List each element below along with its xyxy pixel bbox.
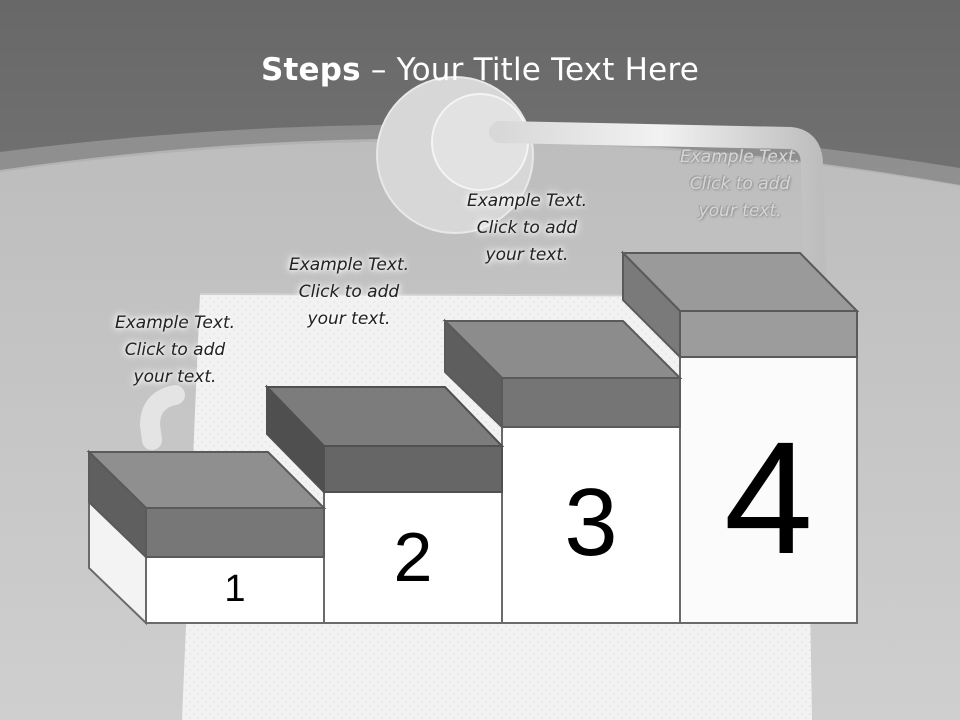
step-1-label-line-2: Click to add [124,340,226,360]
step-3-label-line-3: your text. [485,245,569,265]
step-2-label-line-3: your text. [307,309,391,329]
block-2 [264,384,505,495]
step-4-number: 4 [724,408,813,587]
step-faces [88,356,858,626]
step-1-number: 1 [224,568,246,610]
block-4 [620,250,860,360]
step-3-label-line-1: Example Text. [466,191,588,211]
step-3-number: 3 [564,469,618,576]
holder-rod-left [139,385,185,450]
slide-title: Steps – Your Title Text Here [0,52,960,88]
step-1-label[interactable]: Example Text. Click to add your text. [85,310,265,391]
step-2-label[interactable]: Example Text. Click to add your text. [259,252,439,333]
block-3-front [501,377,681,428]
step-2-number: 2 [393,518,433,596]
step-2-label-line-1: Example Text. [288,255,410,275]
block-1 [86,449,327,560]
step-4-label[interactable]: Example Text. Click to add your text. [650,144,830,225]
step-1-label-line-3: your text. [133,367,217,387]
step-3-label-line-2: Click to add [476,218,578,238]
block-4-front [679,310,858,358]
title-bold: Steps [260,52,361,88]
block-3 [442,318,683,430]
step-4-label-line-1: Example Text. [679,147,801,167]
title-rest: – Your Title Text Here [360,52,699,88]
step-2-label-line-2: Click to add [298,282,400,302]
step-1-label-line-1: Example Text. [114,313,236,333]
step-4-label-line-3: your text. [698,201,782,221]
block-1-front [145,507,325,558]
step-3-label[interactable]: Example Text. Click to add your text. [437,188,617,269]
block-2-front [323,445,503,493]
step-4-label-line-2: Click to add [689,174,791,194]
step-4-face [679,356,858,624]
